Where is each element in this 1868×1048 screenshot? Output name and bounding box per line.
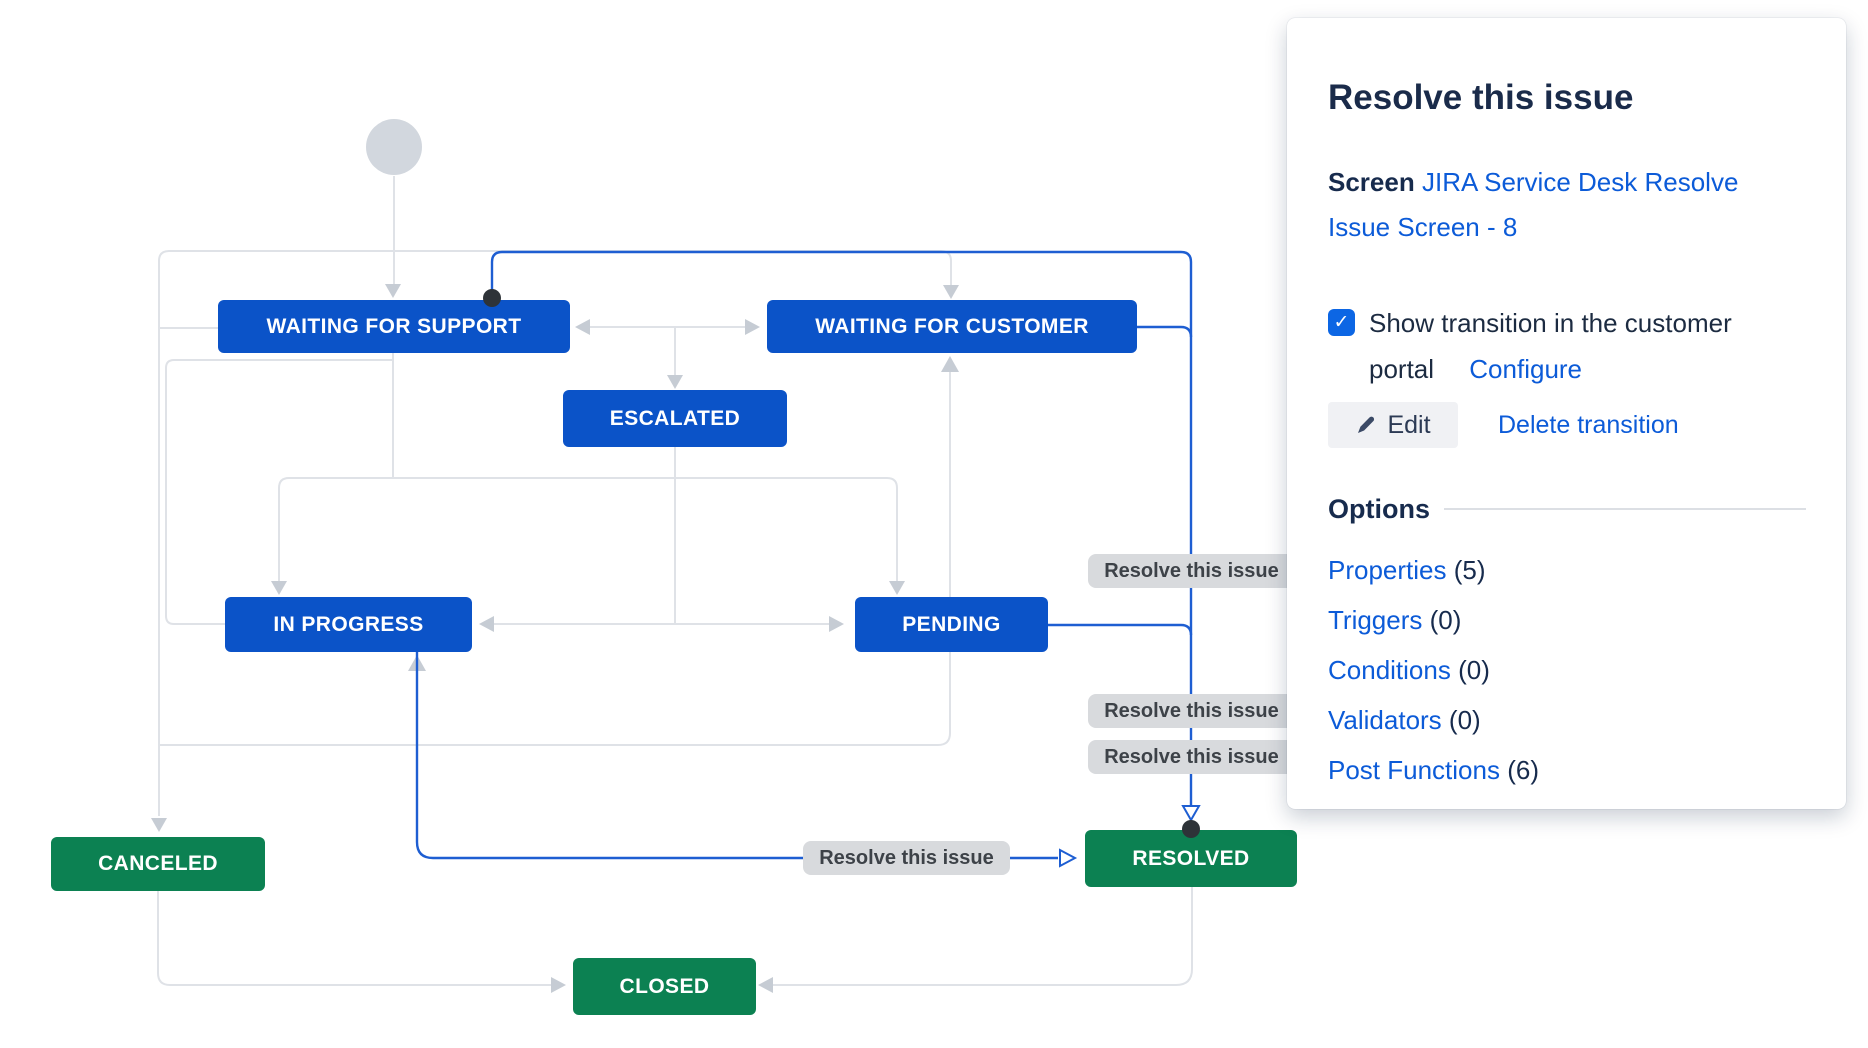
- transition-label-resolve-this-issue[interactable]: Resolve this issue: [803, 841, 1010, 875]
- validators-link[interactable]: Validators: [1328, 705, 1442, 735]
- conditions-count: (0): [1458, 655, 1490, 685]
- start-node-circle[interactable]: [366, 119, 422, 175]
- conditions-link[interactable]: Conditions: [1328, 655, 1451, 685]
- status-closed[interactable]: CLOSED: [573, 958, 756, 1015]
- option-triggers: Triggers (0): [1328, 595, 1806, 645]
- transition-label-resolve-this-issue[interactable]: Resolve this issue: [1088, 554, 1295, 588]
- show-transition-label: Show transition in the customer portal C…: [1369, 300, 1789, 392]
- properties-link[interactable]: Properties: [1328, 555, 1447, 585]
- panel-title: Resolve this issue: [1328, 78, 1634, 117]
- configure-link[interactable]: Configure: [1469, 354, 1583, 384]
- triggers-count: (0): [1429, 605, 1462, 635]
- transition-source-dot[interactable]: [483, 289, 501, 307]
- post-functions-link[interactable]: Post Functions: [1328, 755, 1500, 785]
- status-in-progress[interactable]: IN PROGRESS: [225, 597, 472, 652]
- options-list: Properties (5) Triggers (0) Conditions (…: [1328, 545, 1806, 795]
- screen-row: Screen JIRA Service Desk Resolve Issue S…: [1328, 160, 1773, 250]
- options-header: Options: [1328, 495, 1806, 523]
- options-heading: Options: [1328, 494, 1430, 524]
- option-validators: Validators (0): [1328, 695, 1806, 745]
- status-pending[interactable]: PENDING: [855, 597, 1048, 652]
- options-divider: [1444, 508, 1806, 510]
- screen-link[interactable]: JIRA Service Desk Resolve Issue Screen -…: [1328, 167, 1739, 242]
- option-properties: Properties (5): [1328, 545, 1806, 595]
- status-waiting-for-customer[interactable]: WAITING FOR CUSTOMER: [767, 300, 1137, 353]
- selected-transition-arrowheads: [1059, 805, 1201, 868]
- edit-button[interactable]: Edit: [1328, 402, 1458, 448]
- option-post-functions: Post Functions (6): [1328, 745, 1806, 795]
- transition-label-resolve-this-issue[interactable]: Resolve this issue: [1088, 694, 1295, 728]
- status-waiting-for-support[interactable]: WAITING FOR SUPPORT: [218, 300, 570, 353]
- option-conditions: Conditions (0): [1328, 645, 1806, 695]
- show-transition-row: ✓ Show transition in the customer portal…: [1328, 300, 1806, 392]
- post-functions-count: (6): [1507, 755, 1539, 785]
- transition-label-resolve-this-issue[interactable]: Resolve this issue: [1088, 740, 1295, 774]
- properties-count: (5): [1453, 555, 1486, 585]
- checkmark-icon: ✓: [1333, 312, 1350, 333]
- show-transition-label-text: Show transition in the customer portal: [1369, 308, 1732, 384]
- selected-transition-lines[interactable]: [415, 250, 1193, 860]
- edit-button-label: Edit: [1387, 410, 1431, 439]
- panel-actions: Edit Delete transition: [1328, 402, 1806, 448]
- triggers-link[interactable]: Triggers: [1328, 605, 1423, 635]
- transition-properties-panel: Resolve this issue Screen JIRA Service D…: [1287, 18, 1846, 809]
- screen-label: Screen: [1328, 167, 1415, 197]
- gray-arrowheads: [151, 284, 959, 993]
- status-escalated[interactable]: ESCALATED: [563, 390, 787, 447]
- delete-transition-link[interactable]: Delete transition: [1498, 410, 1679, 439]
- transition-target-dot[interactable]: [1182, 820, 1200, 838]
- status-canceled[interactable]: CANCELED: [51, 837, 265, 891]
- validators-count: (0): [1448, 705, 1481, 735]
- transition-lines-gray[interactable]: [157, 176, 1193, 986]
- status-resolved[interactable]: RESOLVED: [1085, 830, 1297, 887]
- show-transition-checkbox[interactable]: ✓: [1328, 309, 1355, 336]
- pencil-icon: [1358, 416, 1375, 433]
